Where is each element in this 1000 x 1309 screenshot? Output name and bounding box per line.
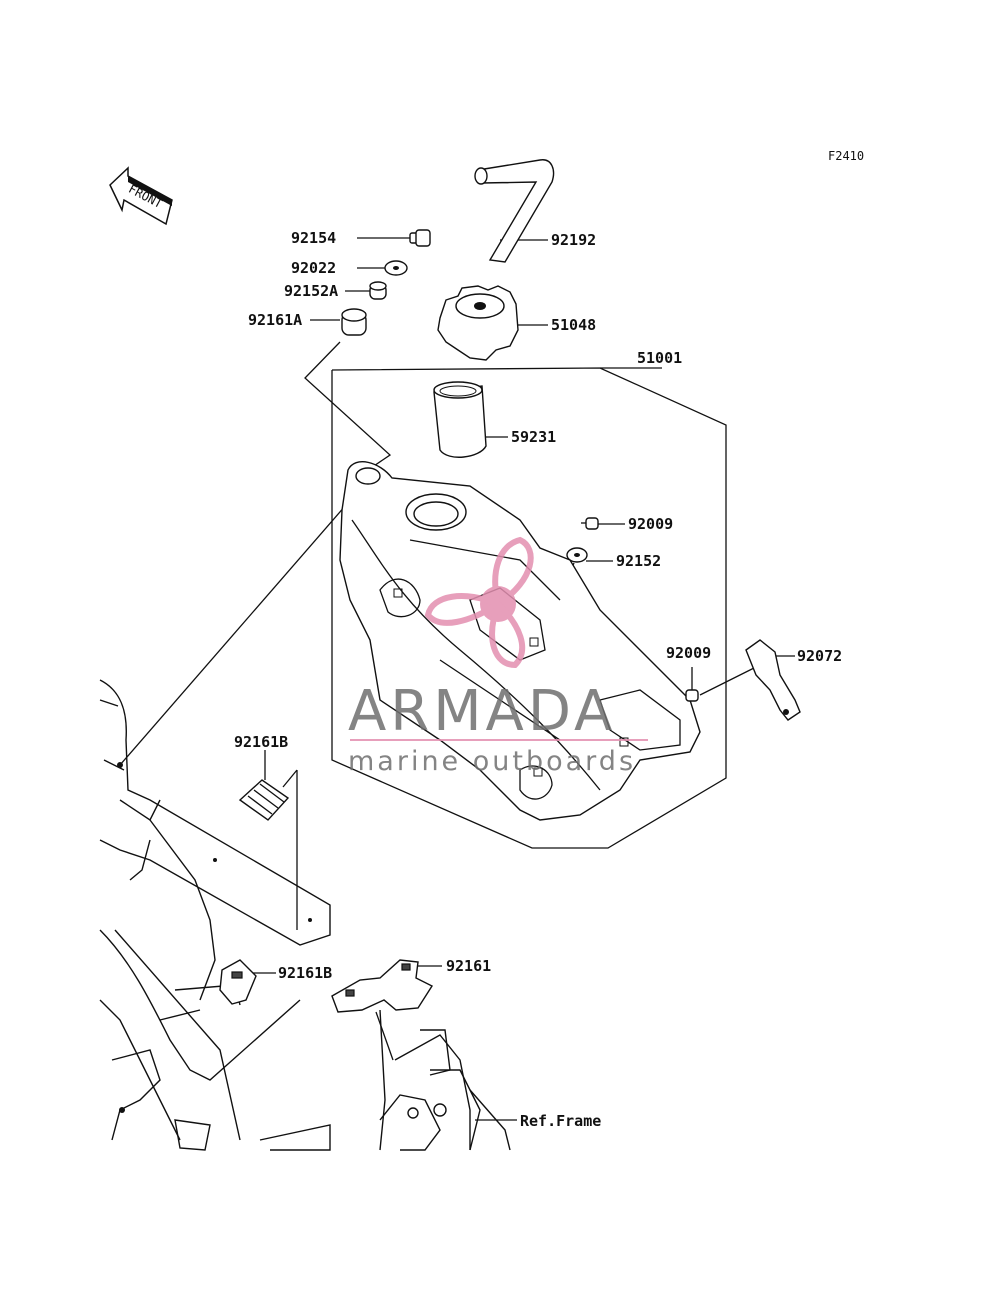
front-arrow-icon: FRONT bbox=[109, 166, 173, 226]
grommet-92161A bbox=[341, 308, 367, 336]
label-92192: 92192 bbox=[551, 231, 596, 249]
figure-code: F2410 bbox=[828, 149, 864, 163]
band-92072 bbox=[745, 639, 801, 721]
label-ref-frame: Ref.Frame bbox=[520, 1112, 601, 1130]
motorcycle-frame bbox=[99, 679, 511, 1151]
collar-92152 bbox=[566, 547, 588, 563]
watermark: ARMADA marine outboards bbox=[348, 536, 648, 777]
watermark-brand: ARMADA bbox=[348, 679, 616, 744]
watermark-tagline: marine outboards bbox=[348, 746, 636, 777]
propeller-logo-icon bbox=[424, 536, 534, 669]
rubber-92161 bbox=[331, 959, 434, 1013]
label-92009-top: 92009 bbox=[628, 515, 673, 533]
cap-51048 bbox=[437, 285, 519, 361]
label-92072: 92072 bbox=[797, 647, 842, 665]
label-92009-right: 92009 bbox=[666, 644, 711, 662]
hose-92192 bbox=[474, 159, 555, 263]
rubber-92161B-top bbox=[238, 779, 290, 821]
label-92154: 92154 bbox=[291, 229, 336, 247]
collar-92152A bbox=[369, 281, 387, 300]
label-59231: 59231 bbox=[511, 428, 556, 446]
label-92161A: 92161A bbox=[248, 311, 302, 329]
screw-92009-right bbox=[685, 689, 699, 702]
label-92161: 92161 bbox=[446, 957, 491, 975]
label-51048: 51048 bbox=[551, 316, 596, 334]
leader-lines bbox=[119, 237, 795, 1121]
washer-92022 bbox=[384, 260, 408, 276]
screw-92009-top bbox=[581, 517, 599, 530]
rubber-92161B-bottom bbox=[219, 959, 257, 1005]
filter-59231 bbox=[433, 381, 487, 458]
label-92022: 92022 bbox=[291, 259, 336, 277]
bolt-92154 bbox=[409, 229, 431, 247]
label-92152: 92152 bbox=[616, 552, 661, 570]
label-92152A: 92152A bbox=[284, 282, 338, 300]
label-92161B-bottom: 92161B bbox=[278, 964, 332, 982]
label-51001: 51001 bbox=[637, 349, 682, 367]
label-92161B-top: 92161B bbox=[234, 733, 288, 751]
